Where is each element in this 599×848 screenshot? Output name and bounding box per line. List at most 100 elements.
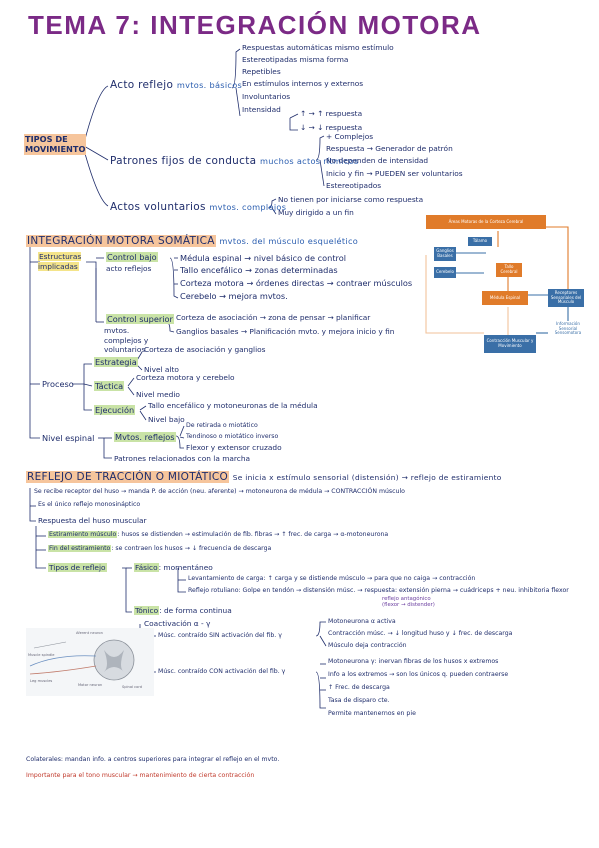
sin-activacion-item: Músculo deja contracción: [328, 642, 407, 649]
mvtos-reflejos-label: Mvtos. reflejos: [114, 432, 176, 442]
reflejo-item: Estereotipadas misma forma: [242, 55, 349, 64]
diagram-box-cerebelo: Cerebelo: [434, 267, 456, 278]
sin-activacion-item: Contracción músc. → ↓ longitud huso y ↓ …: [328, 630, 513, 637]
patrones-label: Patrones fijos de conducta muchos actos …: [110, 156, 359, 167]
diagram-box-info: Información Sensorial Sensomotora: [550, 321, 586, 337]
estrategia-item: Corteza de asociación y ganglios: [144, 345, 266, 354]
voluntarios-item: Muy dirigido a un fin: [278, 208, 354, 217]
footer-colaterales: Colaterales: mandan info. a centros supe…: [26, 756, 280, 763]
spinal-cord-drawing: [26, 628, 154, 696]
con-activacion-item: Motoneurona γ: inervan fibras de los hus…: [328, 658, 499, 665]
acto-reflejo-label: Acto reflejo mvtos. básicos: [110, 80, 242, 91]
mvtos-reflejos-item: Tendinoso o miotático inverso: [186, 433, 279, 440]
reflejo-item: Intensidad: [242, 105, 281, 114]
voluntarios-label: Actos voluntarios mvtos. complejos: [110, 202, 286, 213]
traccion-line: Se recibe receptor del huso → manda P. d…: [34, 488, 405, 495]
fin-text: : se contraen los husos → ↓ frecuencia d…: [111, 545, 272, 552]
tonico-row: Tónico: de forma continua: [134, 606, 232, 615]
estrategia-item: Nivel alto: [144, 365, 179, 374]
patrones-marcha-label: Patrones relacionados con la marcha: [114, 454, 251, 463]
reflejo-item: Respuestas automáticas mismo estímulo: [242, 43, 394, 52]
tipos-reflejo-label: Tipos de reflejo: [48, 563, 107, 572]
nivel-espinal-label: Nivel espinal: [42, 433, 95, 443]
reflejo-antagonico-note: reflejo antagónico (flexor → distender): [382, 596, 435, 609]
sin-activacion-item: Motoneurona α activa: [328, 618, 396, 625]
control-superior-label: Control superior: [106, 314, 174, 324]
con-activacion-item: Info a los extremos → son los únicos q. …: [328, 671, 509, 678]
traccion-line: Respuesta del huso muscular: [38, 516, 147, 525]
intensidad-down: ↓ → ↓ respuesta: [300, 123, 363, 132]
integracion-heading: INTEGRACIÓN MOTORA SOMÁTICA mvtos. del m…: [26, 235, 359, 247]
fasico-label: Fásico: [134, 563, 159, 572]
intensidad-up: ↑ → ↑ respuesta: [300, 109, 363, 118]
patrones-item: Estereotipados: [326, 181, 382, 190]
diagram-box-medula: Médula Espinal: [482, 291, 528, 305]
estiramiento-row: Estiramiento músculo: husos se distiende…: [48, 531, 389, 538]
spinal-reflex-illustration: Aferent neuron Muscle spindle Motor neur…: [26, 628, 154, 696]
patrones-item: + Complejos: [326, 132, 374, 141]
diagram-arrows: [425, 226, 569, 335]
integracion-subtitle: mvtos. del músculo esquelético: [219, 236, 359, 246]
patrones-item: Respuesta → Generador de patrón: [326, 144, 453, 153]
con-activacion-item: Tasa de disparo cte.: [328, 697, 390, 704]
voluntarios-item: No tienen por iniciarse como respuesta: [278, 195, 424, 204]
reflejo-traccion-desc: Se inicia x estímulo sensorial (distensi…: [232, 473, 502, 482]
fasico-item: Levantamiento de carga: ↑ carga y se dis…: [188, 575, 476, 582]
ejecucion-item: Nivel bajo: [148, 415, 185, 424]
diagram-box-ganglios: Ganglios Basales: [434, 247, 456, 261]
ejecucion-item: Tallo encefálico y motoneuronas de la mé…: [148, 401, 318, 410]
con-activacion-label: Músc. contraído CON activación del fib. …: [158, 668, 286, 675]
tactica-label: Táctica: [94, 381, 125, 391]
illus-label: Aferent neuron: [76, 631, 103, 635]
reflejo-item: Repetibles: [242, 67, 281, 76]
patrones-desc: muchos actos rítmicos: [260, 156, 359, 166]
coactivacion-label: Coactivación α - γ: [144, 619, 211, 628]
footer-tono-muscular: Importante para el tono muscular → mante…: [26, 772, 255, 779]
voluntarios-desc: mvtos. complejos: [209, 202, 287, 212]
tonico-text: : de forma continua: [159, 606, 232, 615]
fasico-text: : momentáneo: [158, 563, 213, 572]
patrones-item: Inicio y fin → PUEDEN ser voluntarios: [326, 169, 463, 178]
acto-reflejo-desc: mvtos. básicos: [176, 80, 243, 90]
tactica-item: Corteza motora y cerebelo: [136, 373, 235, 382]
fin-label: Fin del estiramiento: [48, 545, 112, 552]
diagram-box-talamo: Tálamo: [468, 237, 492, 246]
proceso-label: Proceso: [42, 379, 74, 389]
tipos-movimiento-label: TIPOS DE MOVIMIENTO: [24, 134, 86, 155]
ejecucion-label: Ejecución: [94, 405, 136, 415]
control-bajo-item: Tallo encefálico → zonas determinadas: [180, 265, 338, 275]
control-bajo-item: Cerebelo → mejora mvtos.: [180, 291, 288, 301]
illus-label: Muscle spindle: [28, 653, 55, 657]
fasico-item: Reflejo rotuliano: Golpe en tendón → dis…: [188, 587, 569, 594]
page-title: TEMA 7: INTEGRACIÓN MOTORA: [28, 10, 482, 40]
acto-reflejo-title: Acto reflejo: [110, 79, 174, 91]
diagram-box-contraccion: Contracción Muscular y Movimiento: [484, 335, 536, 353]
tactica-item: Nivel medio: [136, 390, 180, 399]
motor-control-diagram: Áreas Motoras de la Corteza Cerebral Tál…: [398, 213, 594, 361]
control-bajo-label: Control bajo: [106, 252, 158, 262]
con-activacion-item: Permite mantenernos en pie: [328, 710, 416, 717]
mvtos-reflejos-item: Flexor y extensor cruzado: [186, 443, 282, 452]
con-activacion-item: ↑ Frec. de descarga: [328, 684, 390, 691]
estructuras-label: Estructuras implicadas: [38, 252, 82, 271]
sin-activacion-label: Músc. contraído SIN activación del fib. …: [158, 632, 282, 639]
reflejo-item: Involuntarios: [242, 92, 291, 101]
diagram-box-tallo: Tallo Cerebral: [496, 263, 522, 277]
control-superior-item: Corteza de asociación → zona de pensar →…: [176, 313, 371, 322]
diagram-box-receptores: Receptores Sensoriales del Músculo: [548, 289, 584, 307]
estiramiento-text: : husos se distienden → estimulación de …: [117, 531, 389, 538]
estrategia-label: Estrategia: [94, 357, 138, 367]
control-bajo-item: Corteza motora → órdenes directas → cont…: [180, 278, 413, 288]
estiramiento-label: Estiramiento músculo: [48, 531, 118, 538]
voluntarios-title: Actos voluntarios: [110, 201, 206, 213]
tonico-label: Tónico: [134, 606, 160, 615]
illus-label: Motor neuron: [78, 683, 103, 687]
reflejo-traccion-heading: REFLEJO DE TRACCIÓN O MIOTÁTICO Se inici…: [26, 471, 502, 483]
illus-label: Leg muscles: [30, 679, 53, 683]
diagram-box-cortex: Áreas Motoras de la Corteza Cerebral: [426, 215, 546, 229]
reflejo-traccion-title: REFLEJO DE TRACCIÓN O MIOTÁTICO: [26, 471, 230, 483]
traccion-line: Es el único reflejo monosináptico: [38, 501, 141, 508]
control-superior-item: Ganglios basales → Planificación mvto. y…: [176, 327, 395, 336]
reflejo-item: En estímulos internos y externos: [242, 79, 364, 88]
fin-row: Fin del estiramiento: se contraen los hu…: [48, 545, 272, 552]
